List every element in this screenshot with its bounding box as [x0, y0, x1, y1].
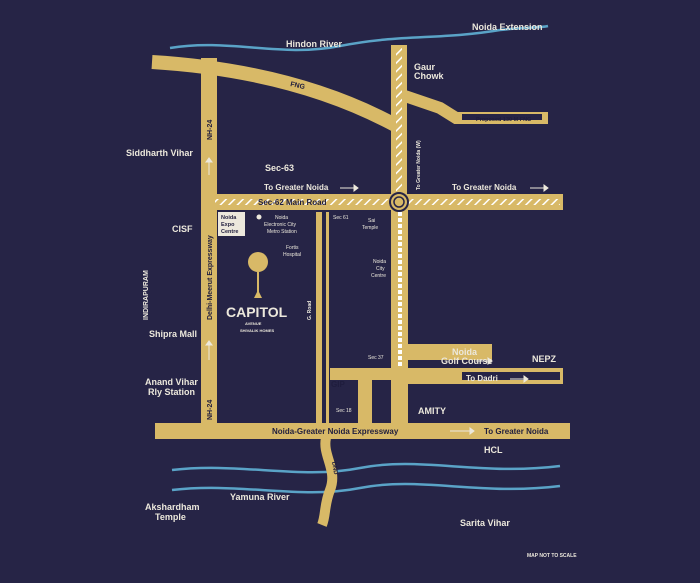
metro-line-horizontal — [215, 199, 560, 205]
capitol-location-marker — [248, 252, 268, 272]
noida-gn-expressway-label: Noida-Greater Noida Expressway — [272, 427, 399, 436]
dnd-label: DND — [330, 461, 338, 476]
noida-expo-label-2: Expo — [221, 222, 235, 228]
dnd-road — [317, 436, 338, 527]
brand-sub: AVENUE — [245, 321, 262, 326]
sai-temple-label-2: Temple — [362, 225, 378, 231]
to-dadri-label: To Dadri — [466, 374, 498, 383]
roundabout-icon — [393, 196, 405, 208]
proposed-fng-inner — [462, 114, 542, 120]
capitol-logo-icon — [254, 290, 262, 298]
arrow-head-icon — [469, 427, 475, 435]
shipra-mall-label: Shipra Mall — [149, 329, 197, 339]
arrow-head-icon — [205, 340, 213, 346]
cisf-label: CISF — [172, 224, 193, 234]
metro-label-2: Electronic City — [264, 222, 296, 228]
noida-expo-label-1: Noida — [221, 215, 237, 221]
sec63-label: Sec-63 — [265, 163, 294, 173]
noida-expo-box — [218, 212, 245, 236]
yamuna-river-top — [171, 462, 561, 474]
map-scale-note: MAP NOT TO SCALE — [527, 553, 577, 559]
hcl-label: HCL — [484, 445, 503, 455]
delhi-meerut-label: Delhi-Meerut Expressway — [207, 235, 214, 320]
to-greater-noida-label-2: To Greater Noida — [452, 183, 517, 192]
yamuna-river-bottom — [171, 482, 561, 494]
proposed-fng-label: Proposed 130 M FNG — [476, 117, 531, 123]
brand-name: CAPITOL — [226, 304, 288, 320]
yamuna-river-label: Yamuna River — [230, 492, 290, 502]
fng-road — [151, 55, 399, 132]
gaur-chowk-label-1: Gaur — [414, 62, 436, 72]
noida-expo-label-3: Centre — [221, 229, 238, 235]
metro-station-dot — [256, 214, 262, 220]
hindon-river — [169, 24, 549, 52]
gip-label: GIP — [331, 380, 345, 389]
anand-vihar-label-1: Anand Vihar — [145, 377, 198, 387]
to-greater-noida-vertical-label: To Greater Noida (W) — [416, 140, 422, 190]
sec18-road — [358, 378, 372, 424]
arrow-head-icon — [523, 375, 529, 383]
to-greater-noida-label-3: To Greater Noida — [484, 427, 549, 436]
sarita-vihar-label: Sarita Vihar — [460, 518, 510, 528]
sec61-label: Sec 61 — [333, 215, 349, 221]
nh24-bottom-label: NH-24 — [207, 400, 214, 420]
roundabout — [389, 192, 409, 212]
siddharth-vihar-label: Siddharth Vihar — [126, 148, 193, 158]
hindon-river-label: Hindon River — [286, 39, 343, 49]
vertical-road-label: G. Road — [307, 301, 313, 320]
arrow-head-icon — [543, 184, 549, 192]
to-greater-noida-label-1: To Greater Noida — [264, 183, 329, 192]
nepz-label: NEPZ — [532, 354, 557, 364]
sai-temple-label-1: Sai — [368, 218, 375, 224]
metro-line-vertical — [396, 48, 402, 198]
brand-tag: SHIVALIK HOMES — [240, 328, 274, 333]
fortis-label-2: Hospital — [283, 252, 301, 258]
sector-road-1 — [316, 212, 322, 424]
indirapuram-label: INDIRAPURAM — [143, 270, 150, 320]
arrow-head-icon — [205, 157, 213, 163]
akshardham-label-2: Temple — [155, 512, 186, 522]
golf-course-road — [402, 344, 492, 360]
right-road — [402, 195, 408, 435]
noida-gn-expressway-road — [155, 423, 570, 439]
akshardham-label-1: Akshardham — [145, 502, 200, 512]
dadri-road-inner — [462, 372, 560, 380]
metro-label-1: Noida — [275, 215, 288, 221]
sec18-label: Sec 18 — [336, 408, 352, 414]
gip-connector — [330, 368, 402, 380]
sec37-label: Sec 37 — [368, 355, 384, 361]
sector-road-2 — [326, 212, 329, 424]
noida-golf-label-1: Noida — [452, 347, 478, 357]
fng-label: FNG — [290, 81, 306, 91]
metro-label-3: Metro Station — [267, 229, 297, 235]
noida-city-centre-label-3: Centre — [371, 273, 386, 279]
nh24-top-label: NH-24 — [207, 120, 214, 140]
noida-golf-label-2: Golf Course — [441, 356, 493, 366]
arrows — [205, 157, 549, 435]
arrow-head-icon — [353, 184, 359, 192]
nh24-road — [201, 58, 217, 438]
sec62-main-road-label: Sec-62 Main Road — [258, 198, 327, 207]
anand-vihar-label-2: Rly Station — [148, 387, 195, 397]
noida-city-centre-label-2: City — [376, 266, 385, 272]
gaur-chowk-label-2: Chowk — [414, 71, 444, 81]
noida-city-centre-label-1: Noida — [373, 259, 386, 265]
amity-label: AMITY — [418, 406, 446, 416]
noida-extension-label: Noida Extension — [472, 22, 543, 32]
arrow-head-icon — [487, 357, 493, 365]
fortis-label-1: Fortis — [286, 245, 299, 251]
